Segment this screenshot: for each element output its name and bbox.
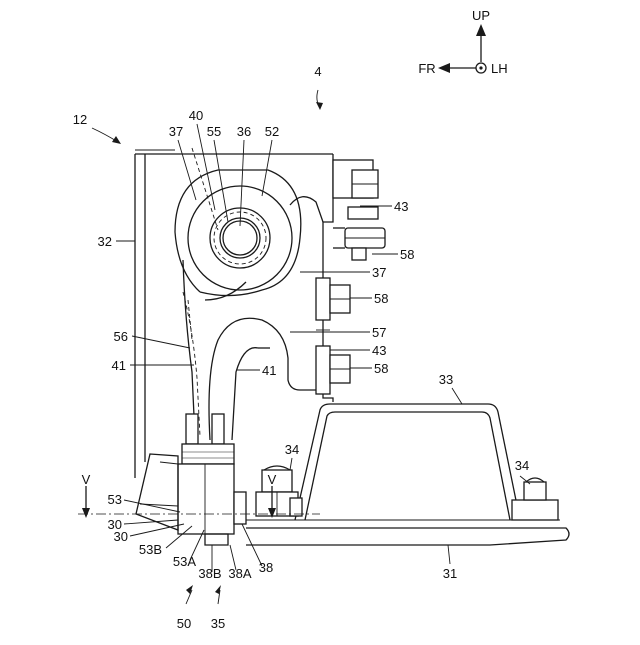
label-v-left: V	[82, 472, 91, 487]
upper-bolt	[333, 160, 385, 260]
label-38a: 38A	[228, 566, 251, 581]
label-36: 36	[237, 124, 251, 139]
stay-arm	[183, 260, 316, 440]
label-58-bottom: 58	[374, 361, 388, 376]
label-left: LH	[491, 61, 508, 76]
reference-labels: 4 12 40 37 55 36 52 43 58 32 37 58 56 57…	[73, 64, 529, 631]
label-41-left: 41	[112, 358, 126, 373]
label-40: 40	[189, 108, 203, 123]
label-41-right: 41	[262, 363, 276, 378]
pivot-assembly	[175, 170, 301, 296]
label-38b: 38B	[198, 566, 221, 581]
label-12: 12	[73, 112, 87, 127]
orientation-indicator: UP FR LH	[418, 8, 507, 76]
base-and-cover	[246, 404, 569, 545]
label-43-mid: 43	[372, 343, 386, 358]
label-52: 52	[265, 124, 279, 139]
plate-bolts	[316, 278, 350, 394]
label-31: 31	[443, 566, 457, 581]
clamp-assembly	[136, 414, 246, 545]
label-up: UP	[472, 8, 490, 23]
label-37-mid: 37	[372, 265, 386, 280]
label-4: 4	[314, 64, 321, 79]
label-34-left: 34	[285, 442, 299, 457]
label-38: 38	[259, 560, 273, 575]
leader-lines	[92, 90, 530, 604]
label-34-right: 34	[515, 458, 529, 473]
label-30-lower: 30	[114, 529, 128, 544]
label-front: FR	[418, 61, 435, 76]
label-55: 55	[207, 124, 221, 139]
label-57: 57	[372, 325, 386, 340]
frame-member	[135, 150, 333, 478]
label-58-top: 58	[400, 247, 414, 262]
label-53b: 53B	[139, 542, 162, 557]
label-56: 56	[114, 329, 128, 344]
label-32: 32	[98, 234, 112, 249]
label-53: 53	[108, 492, 122, 507]
label-53a: 53A	[173, 554, 196, 569]
label-43-top: 43	[394, 199, 408, 214]
label-37-top: 37	[169, 124, 183, 139]
label-58-mid: 58	[374, 291, 388, 306]
label-v-right: V	[268, 472, 277, 487]
label-33: 33	[439, 372, 453, 387]
label-50: 50	[177, 616, 191, 631]
label-35: 35	[211, 616, 225, 631]
